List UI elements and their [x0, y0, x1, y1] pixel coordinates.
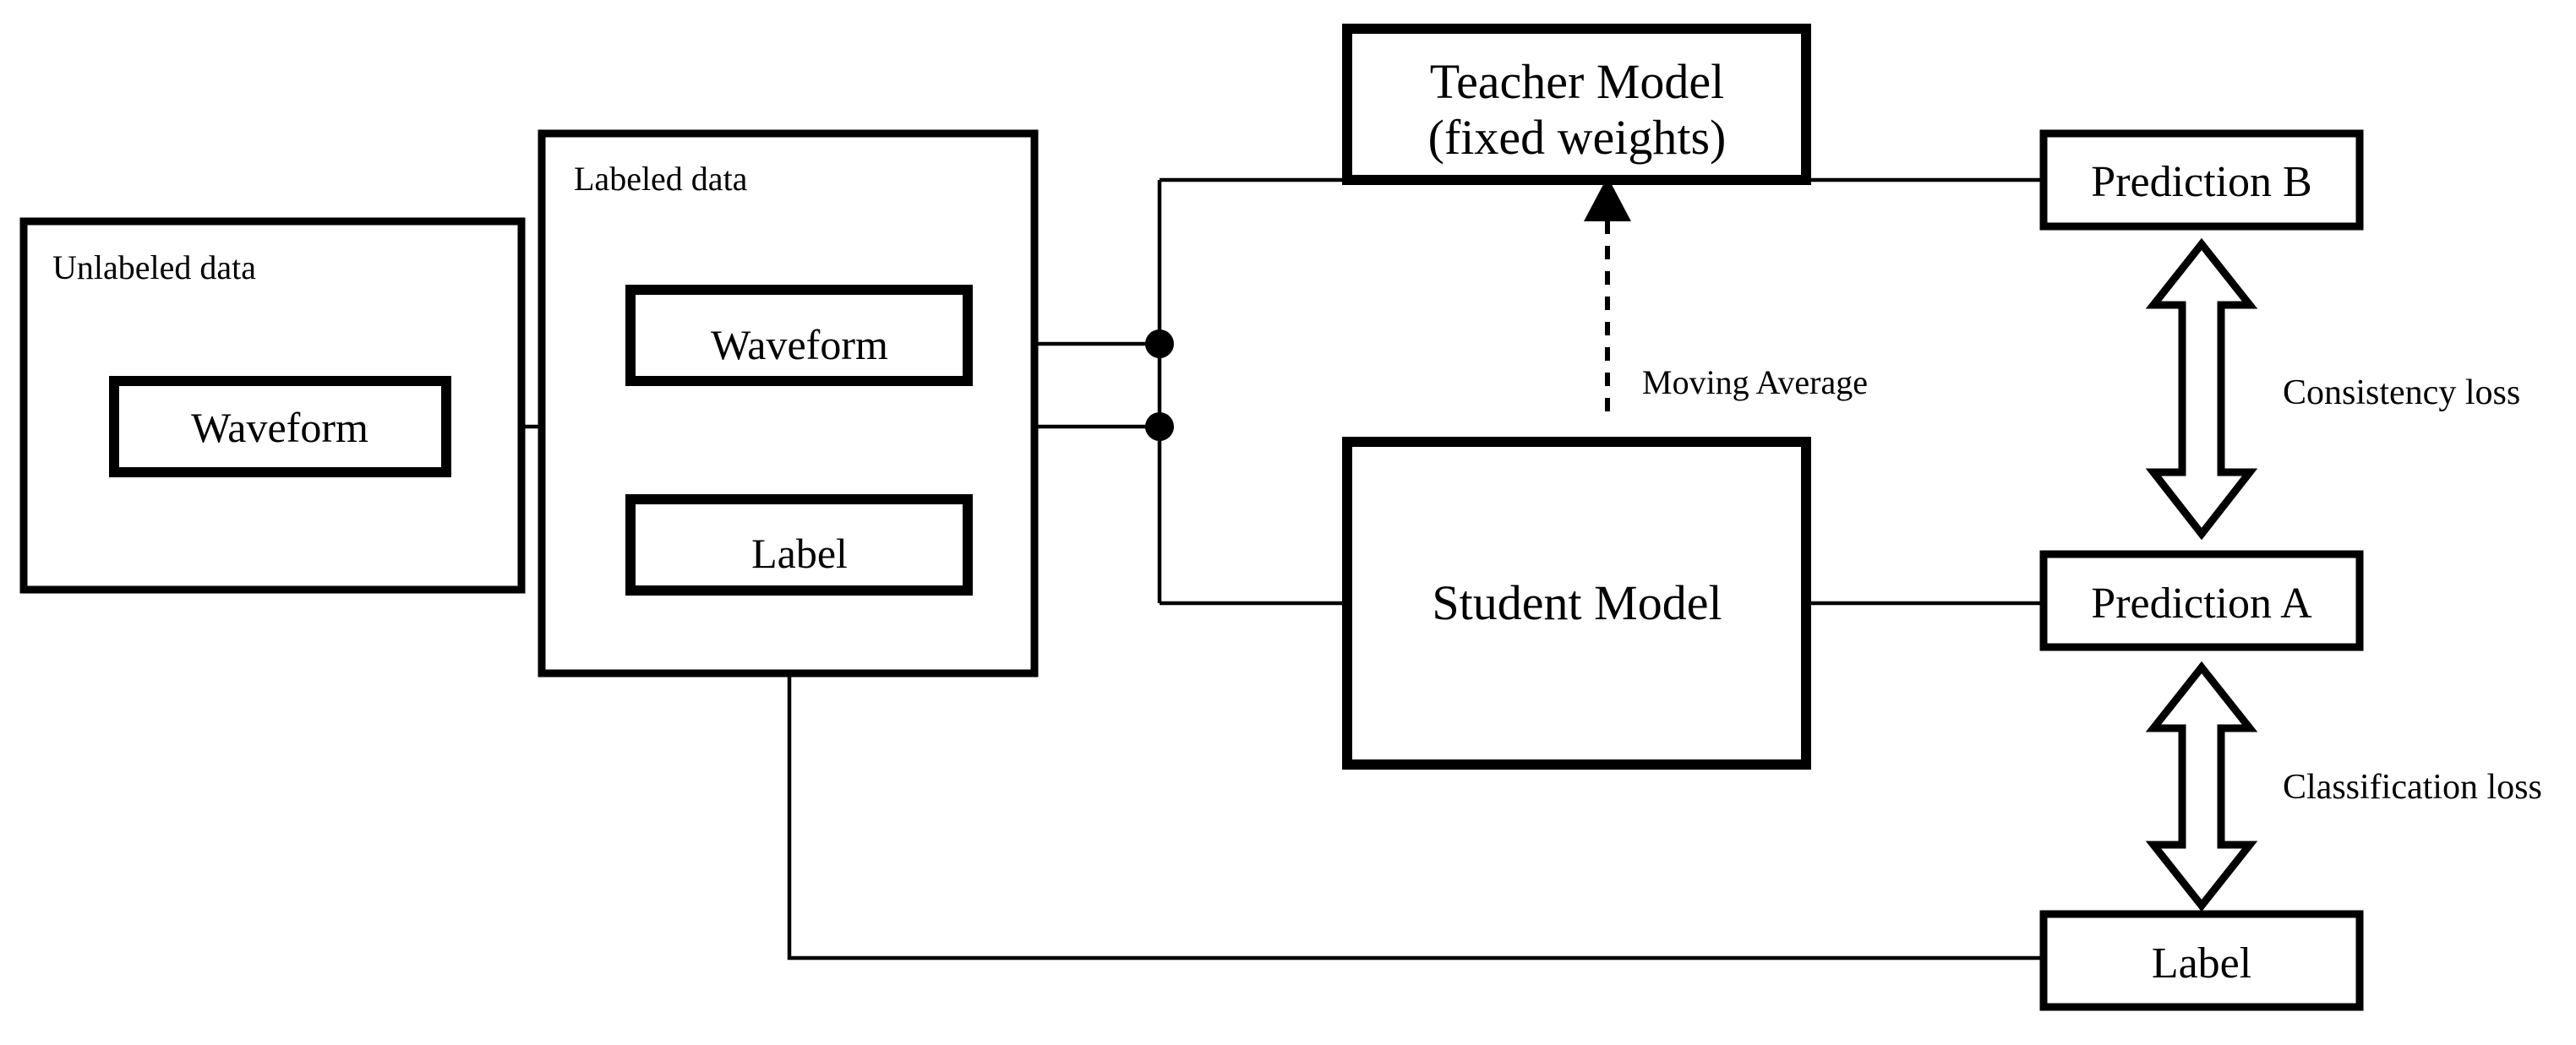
node-teacher-model-label-line2: (fixed weights) [1428, 110, 1727, 165]
junction-dot-lower [1145, 412, 1174, 441]
node-prediction-b-label: Prediction B [2091, 158, 2311, 206]
node-prediction-a[interactable] [2039, 550, 2364, 651]
node-ground-truth-label-text: Label [2152, 939, 2251, 988]
edge-moving-average-label: Moving Average [1642, 363, 1868, 401]
node-student-model[interactable] [1342, 437, 1811, 770]
edge-moving-average-arrowhead [1584, 177, 1631, 221]
node-prediction-b[interactable] [2039, 129, 2364, 231]
unlabeled-data-label: Unlabeled data [52, 248, 256, 286]
junction-dot-upper [1145, 329, 1174, 358]
node-unlabeled-waveform[interactable] [109, 376, 451, 477]
edge-consistency-loss-arrow [2145, 237, 2258, 541]
node-teacher-model-label-line1: Teacher Model [1430, 54, 1725, 109]
node-student-model-label: Student Model [1432, 575, 1722, 630]
node-labeled-label[interactable] [625, 494, 973, 596]
node-labeled-label-text: Label [751, 530, 848, 577]
edge-consistency-loss-label: Consistency loss [2283, 373, 2520, 412]
edge-label-to-ground-truth [787, 607, 2044, 961]
node-labeled-waveform[interactable] [625, 285, 973, 386]
edge-classification-loss-arrow [2145, 661, 2258, 912]
node-labeled-waveform-label: Waveform [711, 321, 888, 368]
node-ground-truth-label[interactable] [2039, 910, 2364, 1011]
labeled-data-label: Labeled data [574, 160, 748, 198]
node-teacher-model[interactable] [1342, 24, 1811, 185]
edge-classification-loss-label: Classification loss [2283, 768, 2542, 807]
node-unlabeled-waveform-label: Waveform [191, 404, 368, 451]
node-prediction-a-label: Prediction A [2091, 580, 2312, 628]
